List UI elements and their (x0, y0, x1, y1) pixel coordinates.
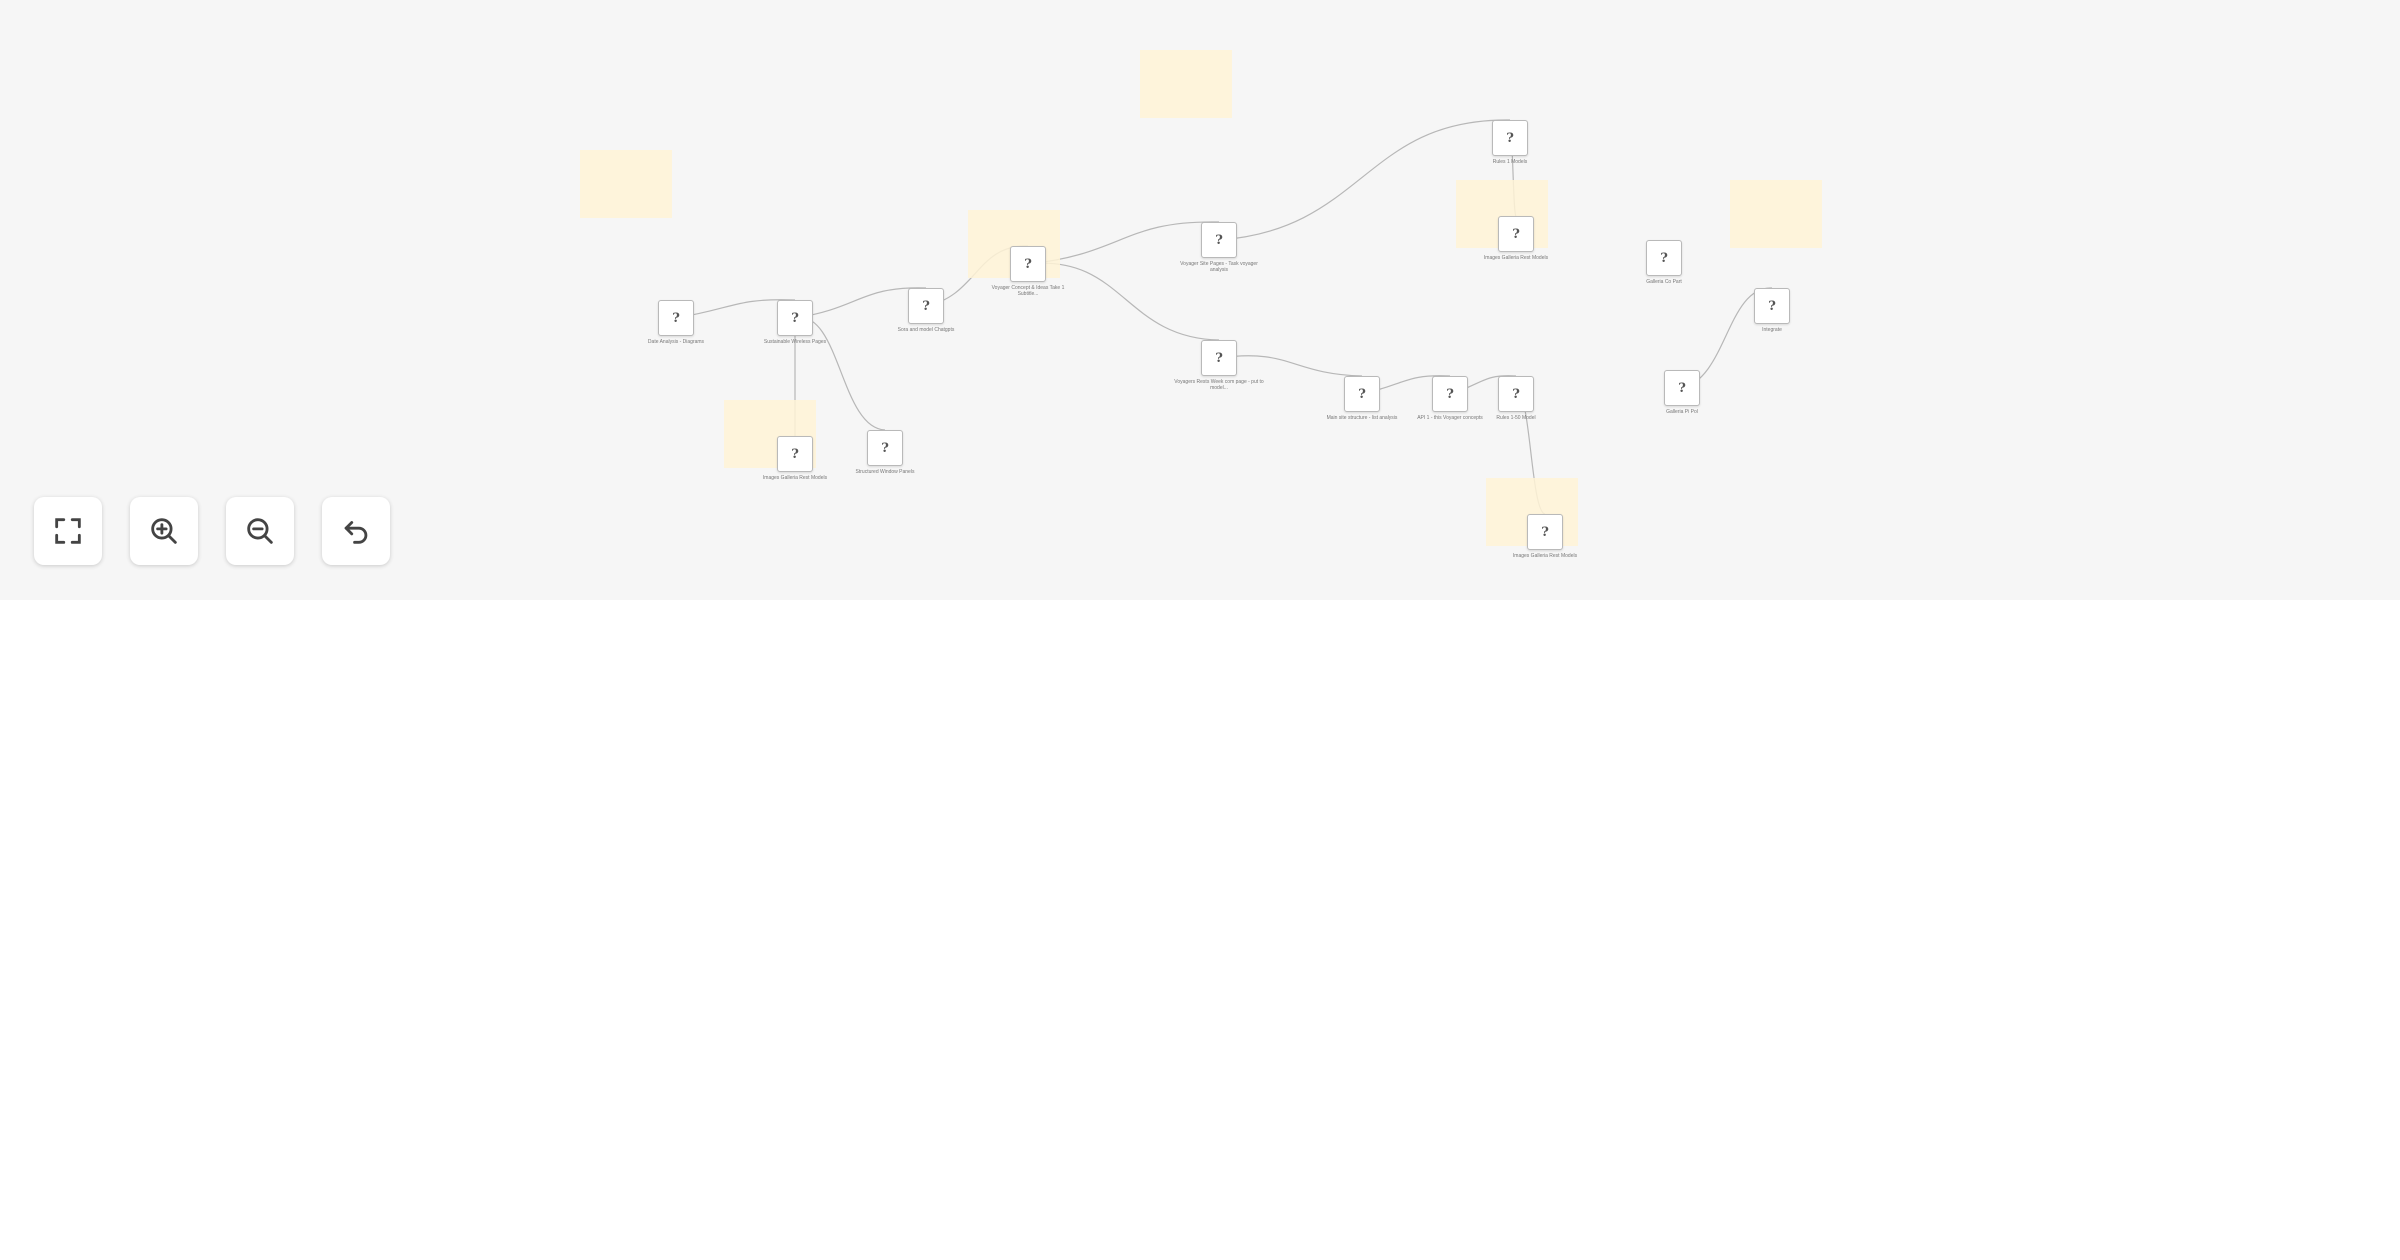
connector-edge (794, 287, 927, 319)
node-label: Voyagers Rests Week com page - put to mo… (1174, 379, 1264, 391)
unknown-icon: ? (791, 310, 799, 326)
unknown-icon: ? (1678, 380, 1686, 396)
unknown-icon: ? (1541, 524, 1549, 540)
diagram-node[interactable]: ? (1498, 376, 1534, 412)
diagram-node[interactable]: ? (1498, 216, 1534, 252)
node-label: Images Galleria Rest Models (762, 475, 828, 481)
zoom-out-icon (247, 518, 273, 544)
node-label: Sustainable Wireless Pages (763, 339, 827, 345)
unknown-icon: ? (1506, 130, 1514, 146)
diagram-node[interactable]: ? (777, 436, 813, 472)
connector-edge (1218, 119, 1511, 241)
node-label: Integrate (1762, 327, 1782, 333)
unknown-icon: ? (1024, 256, 1032, 272)
node-label: Rules 1 Models (1492, 159, 1528, 165)
unknown-icon: ? (1768, 298, 1776, 314)
unknown-icon: ? (1215, 232, 1223, 248)
node-label: Voyager Concept & Ideas Take 1 Subtitle.… (991, 285, 1065, 297)
unknown-icon: ? (881, 440, 889, 456)
node-label: Images Galleria Rest Models (1483, 255, 1549, 261)
unknown-icon: ? (1512, 386, 1520, 402)
connector-edge (1218, 355, 1363, 377)
node-label: Structured Window Panels (855, 469, 915, 475)
diagram-canvas[interactable]: ? Date Analysis - Diagrams? Sustainable Wi… (0, 0, 2400, 600)
sticky-note[interactable] (1730, 180, 1822, 248)
unknown-icon: ? (791, 446, 799, 462)
zoom-in-icon (151, 518, 177, 544)
fit-view-button[interactable] (34, 497, 102, 565)
diagram-node[interactable]: ? (1344, 376, 1380, 412)
unknown-icon: ? (672, 310, 680, 326)
zoom-in-button[interactable] (130, 497, 198, 565)
unknown-icon: ? (1660, 250, 1668, 266)
zoom-out-button[interactable] (226, 497, 294, 565)
node-label: Main site structure - list analysis (1326, 415, 1398, 421)
diagram-node[interactable]: ? (1201, 340, 1237, 376)
diagram-node[interactable]: ? (1646, 240, 1682, 276)
node-label: Sora and model Chatgpts (897, 327, 955, 333)
diagram-node[interactable]: ? (867, 430, 903, 466)
unknown-icon: ? (1215, 350, 1223, 366)
node-label: API 1 - this Voyager concepts (1417, 415, 1483, 421)
fullscreen-icon (55, 518, 81, 544)
node-label: Date Analysis - Diagrams (647, 339, 705, 345)
diagram-node[interactable]: ? (777, 300, 813, 336)
diagram-node[interactable]: ? (1010, 246, 1046, 282)
unknown-icon: ? (1446, 386, 1454, 402)
diagram-node[interactable]: ? (658, 300, 694, 336)
diagram-node[interactable]: ? (908, 288, 944, 324)
node-label: Images Galleria Rest Models (1512, 553, 1578, 559)
connector-edge (1027, 262, 1220, 341)
node-label: Voyager Site Pages - Task voyager analys… (1180, 261, 1258, 273)
sticky-note[interactable] (580, 150, 672, 218)
diagram-node[interactable]: ? (1432, 376, 1468, 412)
diagram-node[interactable]: ? (1492, 120, 1528, 156)
undo-icon (344, 521, 368, 544)
unknown-icon: ? (1358, 386, 1366, 402)
sticky-note[interactable] (1140, 50, 1232, 118)
diagram-node[interactable]: ? (1664, 370, 1700, 406)
unknown-icon: ? (922, 298, 930, 314)
diagram-node[interactable]: ? (1201, 222, 1237, 258)
unknown-icon: ? (1512, 226, 1520, 242)
node-label: Galleria Pi Pol (1666, 409, 1698, 415)
diagram-node[interactable]: ? (1527, 514, 1563, 550)
node-label: Galleria Co Part (1646, 279, 1682, 285)
undo-button[interactable] (322, 497, 390, 565)
diagram-node[interactable]: ? (1754, 288, 1790, 324)
node-label: Rules 1-50 Model (1496, 415, 1536, 421)
